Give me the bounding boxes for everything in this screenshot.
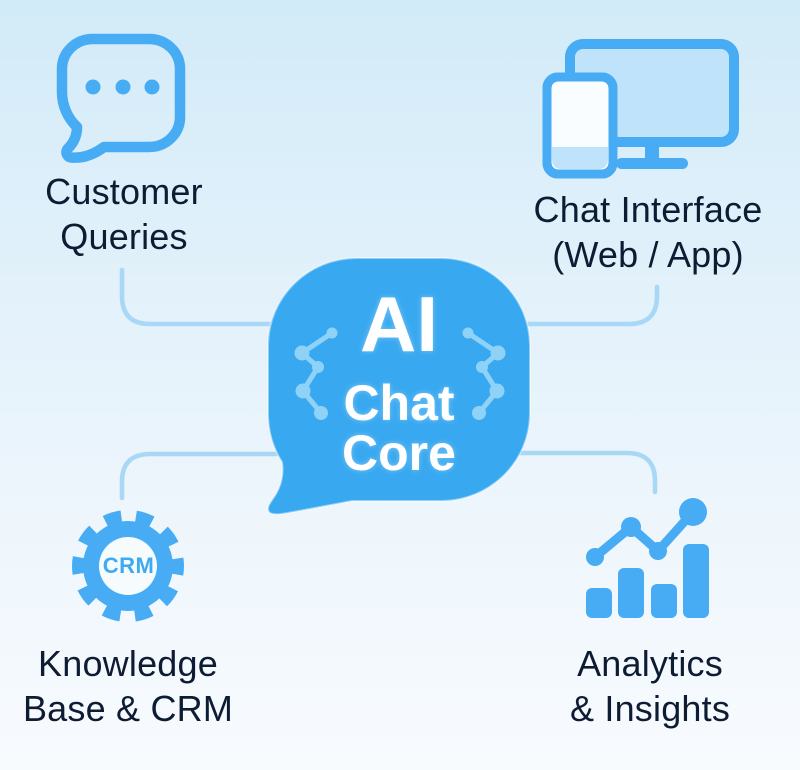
gear-crm-icon bbox=[72, 510, 184, 622]
circuit-nodes-left-icon bbox=[294, 327, 338, 420]
label-analytics-line2: & Insights bbox=[569, 688, 731, 729]
label-analytics: Analytics & Insights bbox=[530, 641, 770, 731]
center-title-ai: AI bbox=[360, 280, 438, 368]
label-chat-interface-line2: (Web / App) bbox=[552, 234, 744, 275]
label-customer-queries-line1: Customer bbox=[45, 171, 203, 212]
ai-chat-core-bubble bbox=[266, 257, 531, 516]
label-customer-queries-line2: Queries bbox=[60, 216, 188, 257]
connector-top-left bbox=[119, 267, 295, 327]
label-chat-interface: Chat Interface (Web / App) bbox=[498, 187, 798, 277]
bar-chart-trend-icon bbox=[586, 498, 709, 618]
connector-top-right bbox=[517, 284, 660, 327]
connector-bottom-left bbox=[119, 451, 295, 501]
label-chat-interface-line1: Chat Interface bbox=[533, 189, 763, 230]
monitor-and-phone-icon bbox=[542, 39, 739, 179]
crm-badge: CRM bbox=[102, 553, 155, 578]
label-knowledge-base: Knowledge Base & CRM bbox=[8, 641, 248, 731]
center-title-core: Core bbox=[342, 425, 456, 481]
label-analytics-line1: Analytics bbox=[577, 643, 723, 684]
connector-bottom-right bbox=[509, 450, 658, 495]
label-knowledge-base-line1: Knowledge bbox=[38, 643, 218, 684]
center-title-chat: Chat bbox=[343, 375, 455, 431]
circuit-nodes-right-icon bbox=[462, 327, 506, 420]
connector-lines bbox=[119, 267, 660, 501]
label-knowledge-base-line2: Base & CRM bbox=[22, 688, 234, 729]
speech-bubble-dots-icon bbox=[56, 33, 186, 163]
label-customer-queries: Customer Queries bbox=[4, 169, 244, 259]
